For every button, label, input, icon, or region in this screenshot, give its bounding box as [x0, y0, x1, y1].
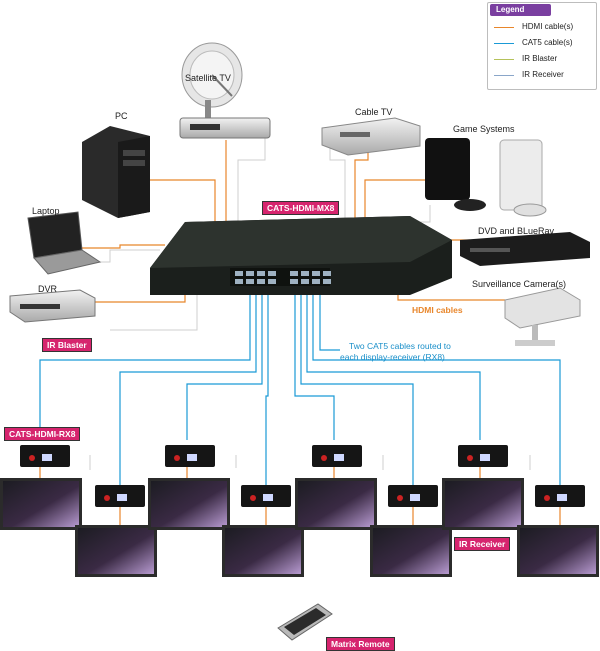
receiver-rx8: [241, 485, 291, 507]
legend-swatch: [494, 75, 514, 76]
legend-swatch: [494, 59, 514, 60]
legend-label: IR Receiver: [522, 70, 564, 79]
receiver-rx8: [165, 445, 215, 467]
display-screen: [370, 525, 452, 577]
display-screen: [222, 525, 304, 577]
dvr-device: [9, 289, 96, 323]
hdmi-cables-note: HDMI cables: [412, 305, 463, 315]
matrix-remote-tag: Matrix Remote: [326, 637, 395, 651]
receiver-rx8: [95, 485, 145, 507]
display-screen: [148, 478, 230, 530]
cat5-note-line2: each display-receiver (RX8): [340, 352, 445, 362]
display-screen: [295, 478, 377, 530]
display-screen: [442, 478, 524, 530]
surveillance-camera-device: [504, 287, 581, 346]
dvr-label: DVR: [38, 284, 58, 294]
satellite-dish-device: [179, 42, 271, 139]
surveillance-label: Surveillance Camera(s): [472, 279, 567, 289]
display-screen: [0, 478, 82, 530]
legend-label: IR Blaster: [522, 54, 558, 63]
legend-label: CAT5 cable(s): [522, 38, 573, 47]
legend-title: Legend: [490, 4, 551, 16]
legend-item-cat5: CAT5 cable(s): [494, 37, 594, 49]
satellite-label: Satellite TV: [185, 73, 231, 83]
receiver-rx8: [458, 445, 508, 467]
receiver-rx8: [312, 445, 362, 467]
receiver-tag: CATS-HDMI-RX8: [4, 427, 81, 441]
game-systems-device: [425, 138, 547, 217]
legend-swatch: [494, 43, 514, 44]
legend-box: Legend HDMI cable(s) CAT5 cable(s) IR Bl…: [487, 2, 597, 90]
laptop-label: Laptop: [32, 206, 60, 216]
cable-tv-device: [321, 117, 421, 156]
receiver-units: [20, 445, 585, 507]
dvd-player-device: [460, 232, 590, 266]
legend-item-ir-receiver: IR Receiver: [494, 69, 594, 81]
matrix-tag: CATS-HDMI-MX8: [262, 201, 340, 215]
receiver-rx8: [20, 445, 70, 467]
cable-tv-label: Cable TV: [355, 107, 393, 117]
pc-device: [82, 126, 150, 218]
matrix-remote-device: [277, 603, 333, 641]
receiver-rx8: [388, 485, 438, 507]
display-screen: [75, 525, 157, 577]
ir-blaster-tag: IR Blaster: [42, 338, 92, 352]
legend-item-ir-blaster: IR Blaster: [494, 53, 594, 65]
display-screens: [0, 478, 599, 577]
cat5-lines: [39, 285, 561, 485]
legend-swatch: [494, 27, 514, 28]
legend-item-hdmi: HDMI cable(s): [494, 21, 594, 33]
dvd-label: DVD and BLueRav: [478, 226, 555, 236]
ir-receiver-tag: IR Receiver: [454, 537, 511, 551]
pc-label: PC: [115, 111, 128, 121]
receiver-rx8: [535, 485, 585, 507]
legend-label: HDMI cable(s): [522, 22, 574, 31]
display-screen: [517, 525, 599, 577]
laptop-device: [27, 211, 102, 275]
game-systems-label: Game Systems: [453, 124, 515, 134]
cat5-note-line1: Two CAT5 cables routed to: [349, 341, 451, 351]
matrix-switch-device: [150, 216, 452, 295]
